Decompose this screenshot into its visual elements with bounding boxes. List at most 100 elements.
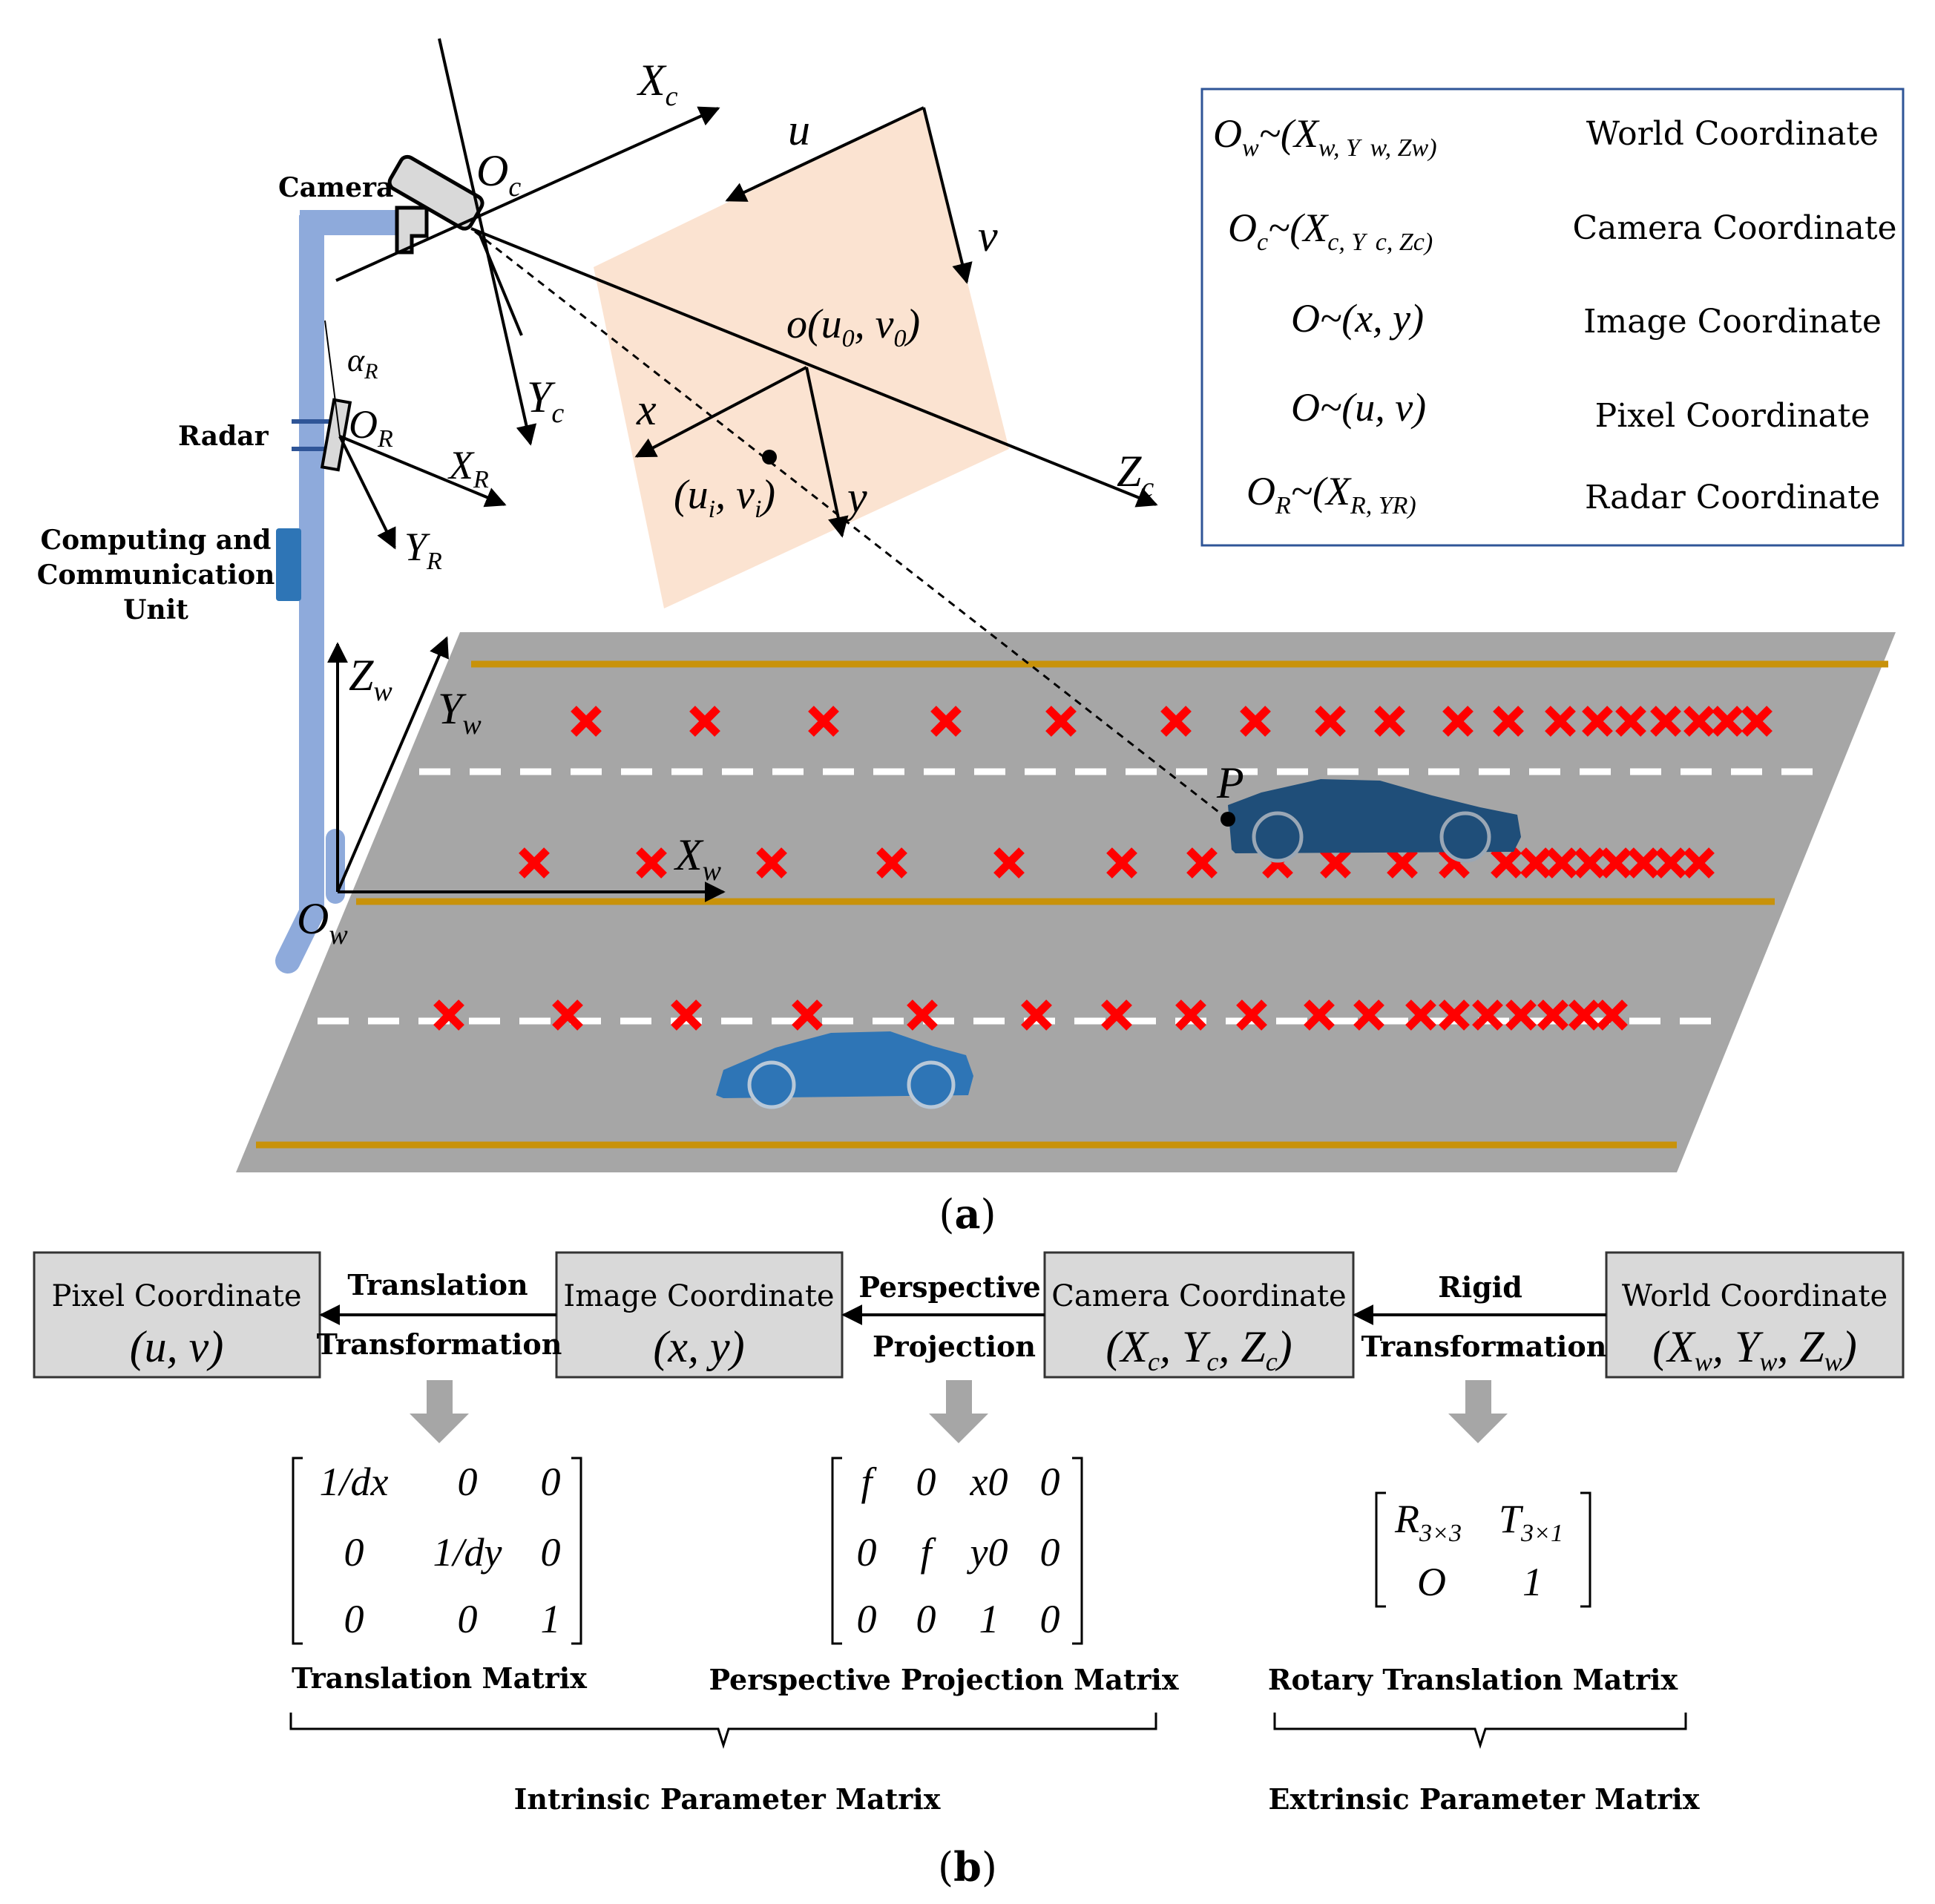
radar-marker [1186,847,1218,879]
perspective-m-2-1: 0 [916,1597,936,1641]
world-yw-axis [336,636,449,893]
radar-marker [930,706,962,737]
radar-marker [1582,706,1613,737]
image-y-axis [805,367,849,538]
camera-vertical-line [438,38,537,446]
radar-marker [1472,999,1503,1031]
down-arrow-perspective [929,1380,988,1443]
legend: Ow~(Xw, Y w, Zw) Oc~(Xc, Y c, Zc) O~(x, … [1200,88,1905,547]
zw-label: Zw [349,651,392,707]
radar-marker [1021,999,1052,1031]
radar-marker [1442,706,1474,737]
perspective-m-2-0: 0 [857,1597,877,1641]
flow-box-pixel: Pixel Coordinate (u, v) [33,1251,321,1379]
u-label: u [788,105,810,154]
legend-formula-image: O~(x, y) [1291,296,1424,341]
radar-marker [1600,847,1632,879]
computing-label-1: Computing and [41,525,272,556]
radar-yr-axis [338,436,396,550]
yr-label: YR [404,525,442,575]
perspective-m-0-3: 0 [1040,1460,1060,1504]
car-light-wheel-rear [907,1060,956,1109]
computing-unit-box [276,528,301,601]
down-arrow-translation [410,1380,469,1443]
flow-box-image: Image Coordinate (x, y) [555,1251,844,1379]
radar-marker [1546,847,1577,879]
radar-marker [1045,706,1077,737]
transform-rigid-line2: Transformation [1361,1330,1607,1363]
radar-marker [1650,706,1681,737]
radar-marker [756,847,787,879]
radar-marker [1493,706,1524,737]
perspective-m-2-3: 0 [1040,1597,1060,1641]
legend-name-pixel: Pixel Coordinate [1595,397,1870,435]
radar-marker [1175,999,1206,1031]
radar-marker [1628,847,1659,879]
radar-marker [1160,706,1192,737]
radar-marker [993,847,1025,879]
radar-label: Radar [178,421,269,452]
flow-diagram: Pixel Coordinate (u, v) Image Coordinate… [33,1251,1905,1443]
flow-box-world-frame [1605,1251,1905,1379]
radar-marker [1304,999,1335,1031]
radar-device [292,398,352,472]
image-origin-label: o(u0, v0) [786,301,920,352]
perspective-matrix-name: Perspective Projection Matrix [709,1663,1178,1696]
legend-formula-camera: Oc~(Xc, Y c, Zc) [1228,206,1433,256]
translation-m-1-0: 0 [344,1530,364,1575]
radar-xr-axis [339,435,507,508]
camera-device [387,154,484,255]
flow-box-image-frame [555,1251,844,1379]
radar-marker [907,999,938,1031]
extrinsic-brace [1273,1713,1687,1749]
image-u-axis [725,106,924,202]
legend-formula-world: Ow~(Xw, Y w, Zw) [1213,111,1437,162]
caption-b: (b) [938,1843,997,1891]
flow-box-world-title: World Coordinate [1622,1279,1888,1313]
radar-marker [808,706,839,737]
transform-translation-line2: Transformation [317,1327,562,1361]
car-dark [1228,779,1521,863]
xc-label: Xc [637,56,678,112]
intrinsic-brace [289,1713,1157,1749]
projected-point-dot [762,450,777,464]
zc-label: Zc [1117,447,1154,503]
flow-box-image-title: Image Coordinate [563,1279,834,1313]
camera-zc-axis [470,227,1158,508]
radar-marker [433,999,464,1031]
translation-m-2-2: 1 [541,1597,561,1641]
image-v-axis [922,107,973,284]
radar-marker [1405,999,1436,1031]
radar-marker [1520,847,1551,879]
image-plane [594,108,1009,608]
radar-marker [1615,706,1646,737]
flow-box-world-formula: (Xw, Yw, Zw) [1652,1322,1856,1376]
pole [275,210,404,974]
transform-translation-line1: Translation [347,1268,528,1301]
v-label: v [978,211,998,260]
perspective-m-1-3: 0 [1040,1530,1060,1575]
radar-body [320,398,352,472]
computing-label-3: Unit [123,594,188,626]
radar-marker [671,999,702,1031]
radar-marker [1320,847,1351,879]
radar-marker [1387,847,1418,879]
projected-point-label: (ui, vi) [674,472,775,523]
radar-marker [689,706,720,737]
camera-origin-label: Oc [476,146,521,203]
translation-matrix: 1/dx 0 0 0 1/dy 0 0 0 1 Translation Matr… [292,1457,587,1695]
car-light-wheel-front [747,1060,796,1109]
pole-base [275,856,324,974]
camera-label: Camera [278,172,393,203]
perspective-matrix-bracket-right [1072,1457,1083,1645]
legend-formula-radar: OR~(XR, YR) [1246,469,1416,519]
image-x-axis [634,366,807,458]
radar-marker [1683,706,1715,737]
radar-marker [1545,706,1576,737]
camera-yc-axis [477,231,523,336]
translation-m-2-1: 0 [458,1597,478,1641]
radar-alpha-line [324,320,341,437]
radar-marker [1597,999,1628,1031]
radar-marker [1101,999,1132,1031]
x-label: x [636,385,657,434]
